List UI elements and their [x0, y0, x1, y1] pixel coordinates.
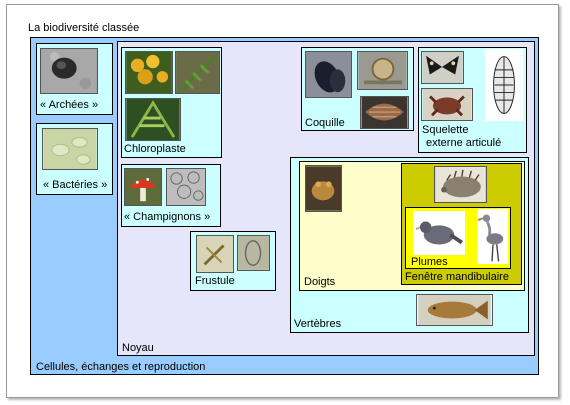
mussel-photo-icon: [305, 51, 352, 98]
exoskeleton-label-line1: Squelette: [422, 124, 469, 136]
diatom-photo-icon: [196, 235, 234, 273]
bacteria-photo-icon: [42, 128, 98, 170]
moss-photo-icon: [125, 98, 181, 141]
archaea-label: « Archées »: [40, 99, 99, 111]
vertebrae-label: Vertèbres: [294, 318, 342, 330]
fern-photo-icon: [175, 51, 220, 94]
carp-photo-icon: [416, 294, 493, 326]
chloroplast-label: Chloroplaste: [124, 143, 186, 155]
fingers-label: Doigts: [304, 276, 336, 288]
cells-label: Cellules, échanges et reproduction: [36, 361, 206, 373]
feathers-label: Plumes: [411, 256, 448, 268]
yeast-photo-icon: [166, 168, 206, 206]
fungi-label: « Champignons »: [124, 211, 211, 223]
heron-photo-icon: [477, 209, 508, 264]
snail-photo-icon: [357, 51, 408, 90]
pigeon-photo-icon: [413, 211, 465, 255]
trilobite-drawing-icon: [485, 49, 523, 121]
archaea-photo-icon: [40, 48, 98, 94]
frustule-label: Frustule: [195, 275, 235, 287]
nucleus-label: Noyau: [122, 342, 154, 354]
bacteria-label: « Bactéries »: [43, 179, 108, 191]
mushroom-photo-icon: [124, 168, 162, 206]
scallop-photo-icon: [360, 96, 409, 129]
crab-photo-icon: [421, 88, 473, 121]
mandibular-label: Fenêtre mandibulaire: [405, 271, 509, 283]
hedgehog-drawing-icon: [434, 166, 487, 203]
diagram-title: La biodiversité classée: [28, 22, 140, 34]
frog-photo-icon: [305, 165, 342, 212]
shell-label: Coquille: [305, 117, 345, 129]
plant-photo-icon: [125, 51, 173, 94]
butterfly-photo-icon: [421, 51, 464, 84]
diatom-photo-2-icon: [237, 235, 270, 271]
exoskeleton-label-line2: externe articulé: [426, 137, 502, 149]
